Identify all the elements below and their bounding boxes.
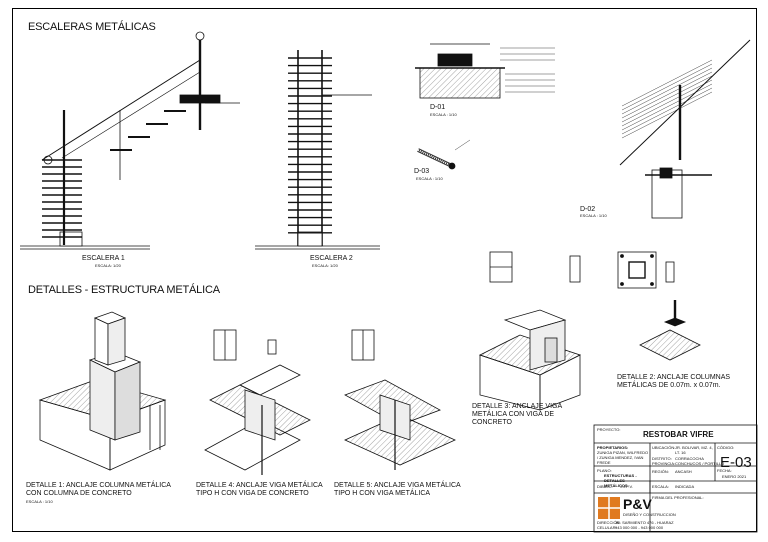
drawing-stroke bbox=[621, 63, 713, 111]
tb-logo-sub: DISEÑO Y CONSTRUCCION bbox=[623, 512, 676, 517]
tb-codigo-label: CÓDIGO: bbox=[717, 445, 735, 450]
tb-region-value: ANCASH bbox=[675, 469, 692, 474]
tb-distrito-label: DISTRITO: bbox=[652, 456, 672, 461]
drawing-stroke bbox=[621, 59, 713, 107]
tb-escala-label: ESCALA: bbox=[652, 484, 669, 489]
tb-escala-value: INDICADA bbox=[675, 484, 695, 489]
escalera-1-scale: ESCALA: 1/20 bbox=[95, 263, 121, 268]
detail-1-drawing bbox=[38, 311, 167, 471]
drawing-stroke bbox=[621, 83, 713, 131]
tb-propietarios-value: ZUNIGA PIZAN, WILFREDO / ZUNIGA MENDEZ, … bbox=[597, 450, 649, 465]
d01-scale: ESCALA : 1/10 bbox=[430, 112, 457, 117]
tb-dibujo-value: J.J.P.V. bbox=[620, 484, 633, 489]
escalera-2-drawing bbox=[255, 50, 380, 250]
escalera-2-label: ESCALERA 2 bbox=[310, 255, 353, 262]
d02-drawing bbox=[619, 39, 751, 219]
drawing-stroke bbox=[621, 71, 713, 119]
tb-ubicacion-value: JR. BOLIVAR, MZ. 4, LT. 16 bbox=[675, 445, 713, 455]
tb-propietarios-label: PROPIETARIOS: bbox=[597, 445, 629, 450]
detail-5-caption: DETALLE 5: ANCLAJE VIGA METÁLICA TIPO H … bbox=[334, 482, 461, 497]
tb-project-name: RESTOBAR VIFRE bbox=[643, 430, 714, 439]
detail-3-drawing bbox=[478, 251, 582, 411]
tb-proyecto-label: PROYECTO: bbox=[597, 427, 621, 432]
tb-distrito-value: CORRACOCHA bbox=[675, 456, 704, 461]
details-section-title: DETALLES - ESTRUCTURA METÁLICA bbox=[28, 284, 220, 296]
tb-direccion-value: JR. SARMIENTO 476 - HUARAZ bbox=[615, 520, 674, 525]
tb-logo-text: P&V bbox=[623, 496, 652, 512]
escalera-1-label: ESCALERA 1 bbox=[82, 255, 125, 262]
tb-direccion-label: DIRECCIÓN: bbox=[597, 520, 621, 525]
detail-5-drawing bbox=[344, 329, 456, 470]
d02-label: D-02 bbox=[580, 206, 596, 213]
tb-firma-label: FIRMA DEL PROFESIONAL: bbox=[652, 495, 704, 500]
detail-1-scale: ESCALA : 1/10 bbox=[26, 499, 53, 504]
drawing-stroke bbox=[621, 67, 713, 115]
tb-celular-label: CELULAR: bbox=[597, 525, 617, 530]
title-block-grid bbox=[593, 424, 758, 533]
d03-scale: ESCALA : 1/10 bbox=[416, 176, 443, 181]
tb-fecha-label: FECHA: bbox=[717, 468, 732, 473]
drawing-stroke bbox=[621, 91, 713, 139]
d03-drawing bbox=[417, 139, 471, 170]
d01-label: D-01 bbox=[430, 104, 446, 111]
drawing-stroke bbox=[621, 75, 713, 123]
tb-ubicacion-label: UBICACIÓN: bbox=[652, 445, 676, 450]
escalera-2-scale: ESCALA: 1/20 bbox=[312, 263, 338, 268]
d01-drawing bbox=[415, 43, 555, 99]
tb-code: E-03 bbox=[720, 454, 752, 471]
escalera-1-drawing bbox=[20, 31, 240, 250]
detail-2-drawing bbox=[617, 251, 701, 361]
drawing-sheet bbox=[12, 8, 757, 532]
tb-provincia-label: PROVINCIA: bbox=[652, 461, 676, 466]
tb-plano-label: PLANO: bbox=[597, 468, 612, 473]
tb-region-label: REGIÓN: bbox=[652, 469, 669, 474]
d02-scale: ESCALA : 1/10 bbox=[580, 213, 607, 218]
stairs-section-title: ESCALERAS METÁLICAS bbox=[28, 21, 156, 33]
detail-3-caption: DETALLE 3: ANCLAJE VIGA METÁLICA CON VIG… bbox=[472, 403, 562, 426]
tb-dibujo-label: DIBUJO: bbox=[597, 484, 613, 489]
d03-label: D-03 bbox=[414, 168, 430, 175]
tb-provincia-value: CONCHUCOS / PORTILLO bbox=[675, 461, 725, 466]
detail-4-caption: DETALLE 4: ANCLAJE VIGA METÁLICA TIPO H … bbox=[196, 482, 323, 497]
tb-plano-value: ESTRUCTURAS - DETALLES METÁLICOS bbox=[604, 473, 637, 488]
tb-fecha-value: ENERO 2021 bbox=[722, 474, 747, 479]
detail-4-drawing bbox=[204, 329, 311, 475]
tb-celular-value: 943 000 000 - 943 000 000 bbox=[615, 525, 664, 530]
drawing-stroke bbox=[621, 79, 713, 127]
detail-1-caption: DETALLE 1: ANCLAJE COLUMNA METÁLICA CON … bbox=[26, 482, 171, 497]
drawing-stroke bbox=[621, 87, 713, 135]
detail-2-caption: DETALLE 2: ANCLAJE COLUMNAS METÁLICAS DE… bbox=[617, 374, 731, 389]
